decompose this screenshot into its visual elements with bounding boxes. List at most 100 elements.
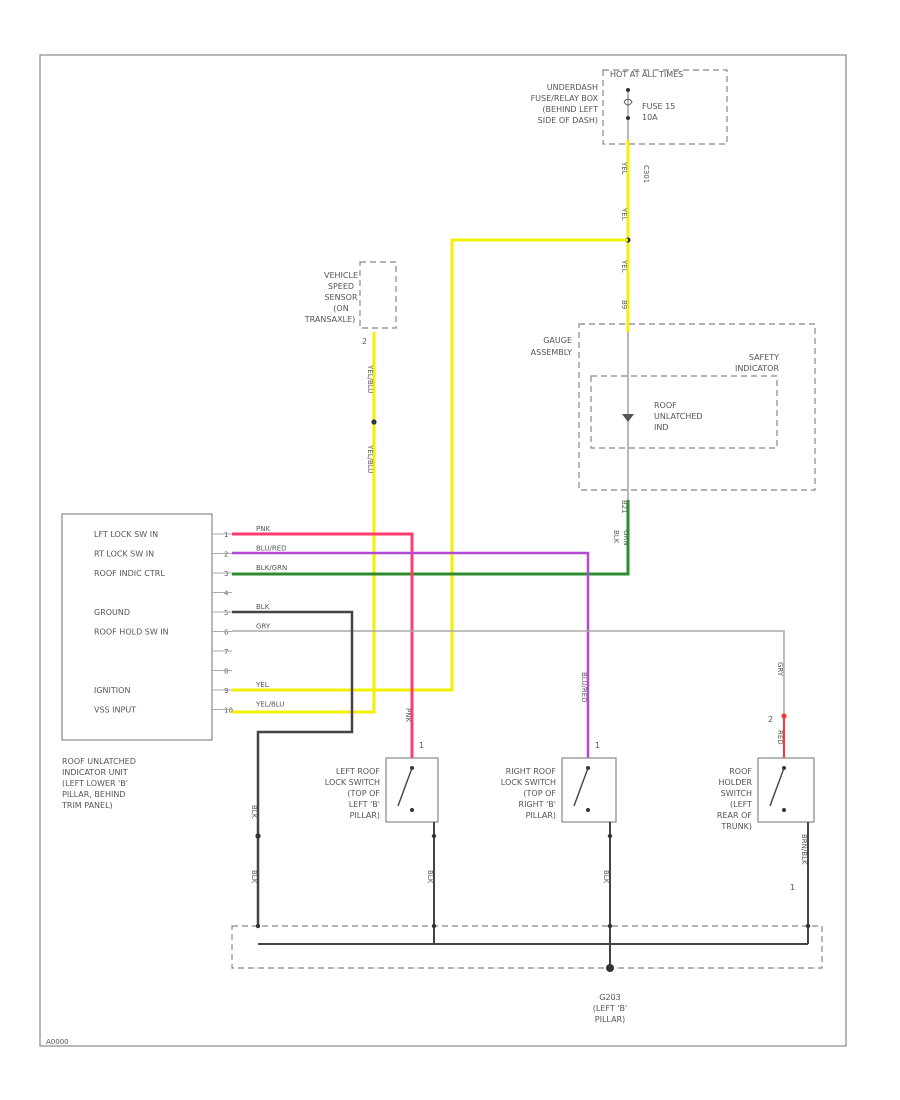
left-lock-wire — [232, 532, 414, 758]
vss-wire — [232, 332, 376, 714]
holder-switch-label-2: HOLDER — [718, 778, 752, 787]
fuse-box-label-1: UNDERDASH — [547, 83, 598, 92]
left-roof-lock-switch — [385, 757, 439, 823]
unit-pin-label: RT LOCK SW IN — [94, 550, 154, 559]
safety-label-2: INDICATOR — [735, 364, 779, 373]
unit-ground-wire — [232, 610, 354, 926]
ground-label-3: PILLAR) — [595, 1015, 625, 1024]
unit-pin-label: VSS INPUT — [94, 706, 136, 715]
holder-out-label: BRN/BLK — [800, 834, 808, 865]
yellow-feed-label-3: YEL — [620, 259, 628, 273]
holder-splice — [781, 713, 787, 719]
unit-pin-label: LFT LOCK SW IN — [94, 530, 158, 539]
unit-caption-1: ROOF UNLATCHED — [62, 757, 136, 766]
holder-switch-label-6: TRUNK) — [720, 822, 752, 831]
right-switch-contact-icon — [573, 766, 590, 812]
gauge-wire-label-1: BLK — [612, 530, 620, 544]
unit-wire-color: BLU/RED — [256, 545, 287, 553]
fuse-label-2: 10A — [642, 113, 658, 122]
holder-switch-label-1: ROOF — [729, 767, 752, 776]
unit-wire-color: PNK — [256, 525, 270, 533]
fuse-terminal-top — [626, 88, 630, 92]
right-switch-label-3: (TOP OF — [523, 789, 556, 798]
unit-pin-number: 7 — [224, 648, 228, 656]
unit-pin-number: 2 — [224, 551, 228, 559]
unit-pin-label: ROOF INDIC CTRL — [94, 569, 165, 578]
ground-label-2: (LEFT 'B' — [593, 1004, 627, 1013]
unit-wire-color: BLK — [256, 603, 270, 611]
vss-label-3: SENSOR — [324, 293, 357, 302]
right-switch-label-5: PILLAR) — [526, 811, 556, 820]
safety-indicator-outline — [590, 375, 778, 449]
vss-connector-dot — [371, 419, 377, 425]
yellow-feed-label-1: YEL — [620, 161, 628, 175]
gauge-wire-label-2: GRN — [622, 530, 630, 546]
right-switch-pin: 1 — [595, 741, 600, 750]
fuse-box-label-4: SIDE OF DASH) — [538, 116, 598, 125]
roof-holder-switch — [757, 757, 815, 823]
unit-caption-4: PILLAR, BEHIND — [62, 790, 125, 799]
unit-pin-number: 1 — [224, 531, 228, 539]
ground-bus-outline — [231, 925, 823, 969]
vss-label-5: TRANSAXLE) — [304, 315, 355, 324]
right-switch-in-label: BLU/RED — [580, 672, 588, 703]
vss-pin: 2 — [362, 337, 367, 346]
indicator-unit-rows: LFT LOCK SW IN 1 PNK RT LOCK SW IN 2 BLU/RED R… — [94, 525, 287, 715]
unit-wire-color: YEL — [255, 681, 269, 689]
vss-wire-label-2: YEL/BLU — [366, 444, 374, 473]
holder-switch-label-4: (LEFT — [730, 800, 752, 809]
right-ground-wire-label: BLK — [602, 870, 610, 884]
right-switch-label-2: LOCK SWITCH — [501, 778, 556, 787]
holder-in-label-2: RED — [776, 730, 784, 745]
right-switch-ground-dot — [607, 833, 613, 839]
unit-caption-5: TRIM PANEL) — [61, 801, 113, 810]
vss-label-2: SPEED — [328, 282, 354, 291]
unit-pin-label: ROOF HOLD SW IN — [94, 628, 169, 637]
unit-wire-color: GRY — [256, 623, 271, 631]
left-ground-wire-label: BLK — [426, 870, 434, 884]
vss-outline — [359, 261, 397, 329]
unit-ground-label-2: BLK — [250, 870, 258, 884]
unit-caption-2: INDICATOR UNIT — [62, 768, 128, 777]
diagram-code: A0000 — [46, 1038, 69, 1046]
unit-pin-label: GROUND — [94, 608, 130, 617]
ind-label-3: IND — [654, 423, 669, 432]
unit-wire-color: BLK/GRN — [256, 564, 287, 572]
holder-switch-label-5: REAR OF — [717, 811, 752, 820]
unit-pin-label: IGNITION — [94, 686, 130, 695]
left-switch-label-1: LEFT ROOF — [336, 767, 381, 776]
holder-switch-contact-icon — [769, 766, 786, 812]
unit-ground-dot — [255, 833, 261, 839]
left-switch-pin: 1 — [419, 741, 424, 750]
ground-bus-node-1 — [255, 923, 261, 929]
ignition-wire — [232, 238, 628, 692]
left-switch-label-4: LEFT 'B' — [349, 800, 380, 809]
left-switch-label-5: PILLAR) — [350, 811, 380, 820]
diagram-frame — [39, 54, 847, 1047]
fuse-label-1: FUSE 15 — [642, 102, 675, 111]
fuse-box-label-2: FUSE/RELAY BOX — [531, 94, 599, 103]
right-roof-lock-switch — [561, 757, 617, 823]
left-switch-label-3: (TOP OF — [347, 789, 380, 798]
roof-indic-ctrl-wire — [232, 500, 630, 576]
unit-pin-number: 10 — [224, 707, 233, 715]
unit-pin-number: 4 — [224, 590, 229, 598]
fuse-terminal-bottom — [626, 116, 630, 120]
gauge-pin-b9: B9 — [620, 300, 628, 309]
ground-label-1: G203 — [599, 993, 620, 1002]
power-header: HOT AT ALL TIMES — [610, 70, 683, 79]
right-switch-label-1: RIGHT ROOF — [506, 767, 557, 776]
indicator-lamp-icon — [622, 414, 634, 422]
roof-hold-wire — [232, 630, 785, 716]
unit-caption-3: (LEFT LOWER 'B' — [62, 779, 128, 788]
unit-pin-number: 8 — [224, 668, 228, 676]
yellow-feed-label-2: YEL — [620, 207, 628, 221]
ground-bus-node-2 — [431, 923, 437, 929]
left-switch-contact-icon — [397, 766, 414, 812]
fuse-box-outline — [602, 69, 728, 145]
unit-pin-number: 9 — [224, 687, 228, 695]
fuse-box-label-3: (BEHIND LEFT — [542, 105, 598, 114]
holder-in-label-1: GRY — [776, 662, 784, 677]
holder-out-pin: 1 — [790, 883, 795, 892]
